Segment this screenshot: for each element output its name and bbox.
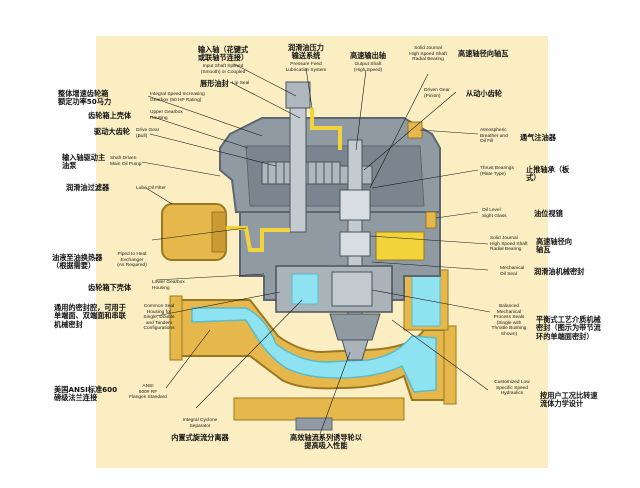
lip-seal-label-zh: 唇形油封	[200, 79, 229, 88]
output-shaft-label-en: Output Shaft (High Speed)	[353, 62, 383, 73]
integral-gearbox-label-en: Integral Speed Increasing Gearbox (50 HP…	[150, 92, 205, 103]
input-shaft-label-en: Input Shaft Splined (Smooth) or Coupled	[200, 64, 246, 75]
main-oil-pump-label-zh: 输入轴驱动主 油泵	[62, 153, 106, 171]
ansi-flange-label-en: ANSI 600# RF Flanges Standard	[129, 384, 167, 401]
heat-exchanger-label-zh: 油液至油换热器 （根据需要）	[52, 253, 103, 271]
breather-cap	[407, 121, 423, 139]
main-oil-pump-label-en: Shaft Driven Main Oil Pump	[110, 156, 142, 167]
hs-radial-bearing-top-label-en: Solid Journal High Speed Shaft Radial Be…	[409, 46, 447, 63]
sight-glass-label-en: Oil Level Sight Glass	[482, 208, 507, 219]
hs-radial-bearing-top-label-zh: 高速轴径向轴瓦	[458, 49, 509, 58]
pressure-feed-label-zh: 润滑油压力 输送系统	[288, 43, 324, 61]
lip-seal-label-en: Lip Seal	[232, 81, 250, 86]
leader-lines	[141, 63, 491, 435]
cyclone-label-en: Integral Cyclone Separator	[182, 418, 218, 429]
upper-housing-label-en: Upper Gearbox Housing	[150, 110, 183, 121]
breather-label-en: Atmospheric Breather and Oil Fill	[480, 128, 508, 145]
common-seal-label-en: Common Seal Housing for Single, Double a…	[143, 304, 175, 332]
pressure-feed-label-en: Pressure Feed Lubrication System	[285, 62, 327, 73]
sight-glass-label-zh: 油位视镜	[534, 209, 563, 218]
upper-housing-label-zh: 齿轮箱上壳体	[88, 111, 132, 120]
pressure-lube-pipe	[310, 108, 342, 150]
base-stand	[233, 397, 405, 421]
hydraulics-label-en: Customized Low Specific Speed Hydraulics	[494, 380, 530, 397]
inducer-label-zh: 高效轴流系列诱导轮以 提高吸入性能	[290, 433, 362, 451]
lube-filter-label-en: Lube Oil Filter	[136, 186, 166, 191]
discharge-flange	[443, 325, 457, 405]
heat-exchanger-label-en: Piped to Heat Exchanger (As Required)	[117, 252, 147, 269]
input-shaft-spline	[285, 81, 311, 109]
impeller	[329, 313, 381, 341]
cyclone-label-zh: 内置式旋流分离器	[171, 433, 229, 442]
ansi-flange-label-zh: 美国ANSI标准600 磅级法兰连接	[54, 385, 118, 403]
thrust-bearings-label-en: Thrust Bearings (Plate Type)	[480, 166, 514, 177]
drive-gear-label-en: Drive Gear (Bull)	[136, 128, 160, 139]
input-shaft-label-zh: 输入轴（花键式 或联轴节连接）	[197, 45, 249, 63]
suction-flange	[169, 295, 183, 361]
sight-glass	[425, 211, 437, 229]
lower-housing-label-zh: 齿轮箱下壳体	[88, 283, 132, 292]
bottom-drain	[295, 417, 333, 431]
drive-gear-label-zh: 驱动大齿轮	[94, 127, 130, 136]
filter-cap	[211, 211, 227, 253]
process-seal	[331, 271, 373, 307]
discharge-flow	[411, 275, 441, 327]
driven-gear-label-en: Driven Gear (Pinion)	[424, 88, 450, 99]
breather-label-zh: 通气注油器	[520, 133, 556, 142]
driven-gear-label-zh: 从动小齿轮	[466, 89, 502, 98]
hs-bearing-lower	[339, 231, 371, 257]
mech-oil-seal-label-zh: 润滑油机械密封	[534, 267, 585, 276]
lower-housing-label-en: Lower Gearbox Housing	[152, 280, 185, 291]
hs-radial-bearing-low-label-zh: 高速轴径向 轴瓦	[536, 237, 572, 255]
thrust-bearings-label-zh: 止推轴承（板 式）	[526, 165, 570, 183]
cyclone-separator	[291, 273, 319, 305]
output-shaft-label-zh: 高速输出轴	[350, 51, 386, 60]
common-seal-label-zh: 通用的密封腔，可用于 单端面、双端面和串联 机械密封	[54, 303, 126, 329]
hs-bearing-upper	[339, 189, 371, 221]
mech-oil-seal-label-en: Mechanical Oil Seal	[500, 266, 525, 277]
lube-filter-label-zh: 润滑油过滤器	[66, 183, 110, 192]
volute-flow	[191, 307, 437, 393]
oil-line	[226, 226, 290, 252]
hydraulics-label-zh: 按用户工况比转速 流体力学设计	[540, 391, 598, 409]
balanced-seal-label-zh: 平衡式工艺介质机械 密封（图示为带节流 环的单端面密封）	[536, 315, 601, 341]
oil-level-band	[375, 231, 425, 261]
integral-gearbox-label-zh: 整体增速齿轮箱 额定功率50马力	[58, 89, 112, 107]
inducer	[341, 339, 369, 361]
balanced-seal-label-en: Balanced Mechanical Process Seals (Singl…	[491, 304, 527, 337]
hs-radial-bearing-low-label-en: Solid Journal High Speed Shaft Radial Be…	[490, 236, 528, 253]
